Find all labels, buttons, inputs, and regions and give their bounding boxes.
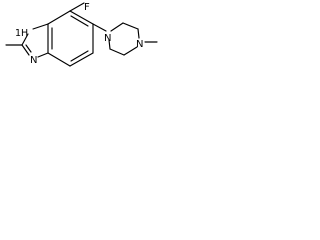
imidazole-ring bbox=[5, 23, 49, 58]
bond-cc-cd bbox=[109, 48, 125, 56]
bond-n3-c3a bbox=[37, 52, 49, 58]
bond-cb-nme bbox=[137, 28, 140, 39]
bond-c5-npip bbox=[92, 23, 107, 32]
bond-c7a-n1 bbox=[32, 23, 49, 30]
chemical-structure-diagram: F 1H N N N bbox=[5, 2, 158, 67]
double-bond-c5-c4-inner bbox=[70, 50, 89, 62]
atom-label-n-piperazine-aryl: N bbox=[104, 33, 111, 44]
bond-cd-npip bbox=[108, 39, 111, 50]
double-bond-c7-c6-inner bbox=[70, 15, 89, 27]
bond-c4-c3a bbox=[47, 52, 71, 67]
bond-c5-c4 bbox=[69, 52, 94, 67]
bond-c7a-c7 bbox=[47, 10, 71, 25]
bond-nme-cc bbox=[123, 46, 138, 56]
bond-ca-cb bbox=[122, 22, 139, 30]
atom-label-fluorine: F bbox=[84, 2, 90, 13]
bond-c2-n3 bbox=[21, 44, 30, 56]
atom-labels: F 1H N N N bbox=[15, 2, 143, 66]
bond-c7-c6 bbox=[69, 10, 94, 25]
bond-c6-f bbox=[69, 2, 85, 12]
benzene-ring bbox=[47, 10, 94, 67]
piperazine-ring bbox=[92, 22, 158, 56]
atom-label-n-piperazine-methyl: N bbox=[136, 39, 143, 50]
atom-label-nh: 1H bbox=[15, 28, 28, 39]
atom-label-n-imidazole: N bbox=[30, 55, 37, 66]
bond-npip-ca bbox=[110, 22, 124, 32]
bond-n1-c2 bbox=[21, 33, 29, 46]
bond-c2-n3-double bbox=[25, 44, 32, 53]
